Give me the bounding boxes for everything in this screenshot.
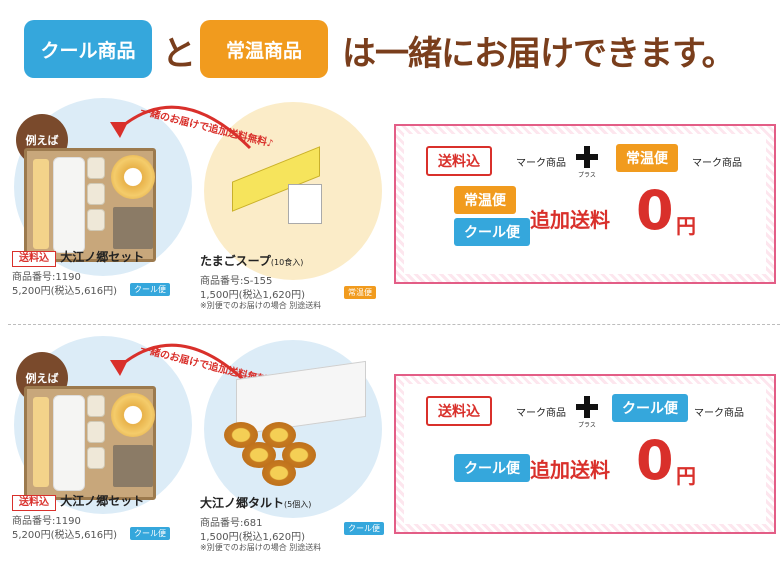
main-product-price: 5,200円(税込5,616円) xyxy=(12,530,118,541)
example-row-1: 一緒のお届けで追加送料無料♪ 例えば 送料込 大江ノ郷セット 商品番号:1190… xyxy=(0,92,780,332)
cool-delivery-badge: クール便 xyxy=(130,527,170,540)
second-product-qty: (5個入) xyxy=(284,500,312,509)
second-product-qty: (10食入) xyxy=(270,258,304,267)
ambient-tag: 常温便 xyxy=(616,144,678,172)
headline-connector: と xyxy=(162,34,196,74)
second-product-name: 大江ノ郷タルト xyxy=(200,496,285,510)
second-product-price: 1,500円(税込1,620円) xyxy=(200,290,306,301)
mark-label: マーク商品 xyxy=(692,158,742,169)
tart-image xyxy=(262,460,296,486)
plus-ruby: プラス xyxy=(578,422,596,429)
second-product-code: 商品番号:S-155 xyxy=(200,276,273,287)
gift-set-image xyxy=(24,386,156,500)
extra-shipping-label: 追加送料 xyxy=(530,208,610,232)
main-product-title: 送料込 大江ノ郷セット xyxy=(12,248,144,267)
main-product-code: 商品番号:1190 xyxy=(12,272,81,283)
headline-text: は一緒にお届けできます。 xyxy=(342,34,736,74)
example-row-2: 一緒のお届けで追加送料無料♪ 例えば 送料込 大江ノ郷セット 商品番号:1190… xyxy=(0,330,780,570)
shipping-info-box: 送料込 マーク商品 プラス クール便 マーク商品 クール便 追加送料 0 円 xyxy=(394,374,776,534)
second-product-title: 大江ノ郷タルト(5個入) xyxy=(200,494,311,511)
cool-delivery-badge: クール便 xyxy=(130,283,170,296)
main-product-title: 送料込 大江ノ郷セット xyxy=(12,492,144,511)
shipping-included-tag: 送料込 xyxy=(426,146,492,176)
second-product-title: たまごスープ(10食入) xyxy=(200,252,303,269)
headline: クール商品 と 常温商品 は一緒にお届けできます。 xyxy=(20,18,780,84)
cool-tag: クール便 xyxy=(612,394,688,422)
section-divider xyxy=(8,324,780,325)
main-product-name: 大江ノ郷セット xyxy=(60,250,145,264)
second-product-code: 商品番号:681 xyxy=(200,518,263,529)
shipping-included-badge: 送料込 xyxy=(12,495,56,511)
shipping-included-badge: 送料込 xyxy=(12,251,56,267)
cool-delivery-badge: クール便 xyxy=(344,522,384,535)
mark-label: マーク商品 xyxy=(516,408,566,419)
cool-tag: クール便 xyxy=(454,454,530,482)
plus-icon xyxy=(576,146,598,168)
second-product-name: たまごスープ xyxy=(200,254,271,268)
curved-arrow-icon: 一緒のお届けで追加送料無料♪ xyxy=(110,104,275,150)
mark-label: マーク商品 xyxy=(516,158,566,169)
shipping-info-box: 送料込 マーク商品 プラス 常温便 マーク商品 常温便 クール便 追加送料 0 … xyxy=(394,124,776,284)
main-product-name: 大江ノ郷セット xyxy=(60,494,145,508)
ambient-delivery-badge: 常温便 xyxy=(344,286,376,299)
main-product-price: 5,200円(税込5,616円) xyxy=(12,286,118,297)
extra-shipping-label: 追加送料 xyxy=(530,458,610,482)
second-product-note: ※別便でのお届けの場合 別途送料 xyxy=(200,301,322,310)
ambient-tag: 常温便 xyxy=(454,186,516,214)
egg-soup-image xyxy=(232,136,328,224)
shipping-included-tag: 送料込 xyxy=(426,396,492,426)
main-product-code: 商品番号:1190 xyxy=(12,516,81,527)
second-product-price: 1,500円(税込1,620円) xyxy=(200,532,306,543)
mark-label: マーク商品 xyxy=(694,408,744,419)
yen-label: 円 xyxy=(676,464,696,488)
gift-set-image xyxy=(24,148,156,262)
second-product-note: ※別便でのお届けの場合 別途送料 xyxy=(200,543,322,552)
cool-tag: クール便 xyxy=(454,218,530,246)
plus-icon xyxy=(576,396,598,418)
zero-amount: 0 xyxy=(636,179,674,242)
plus-ruby: プラス xyxy=(578,172,596,179)
zero-amount: 0 xyxy=(636,429,674,492)
warm-product-pill: 常温商品 xyxy=(200,20,328,78)
cool-product-pill: クール商品 xyxy=(24,20,152,78)
yen-label: 円 xyxy=(676,214,696,238)
